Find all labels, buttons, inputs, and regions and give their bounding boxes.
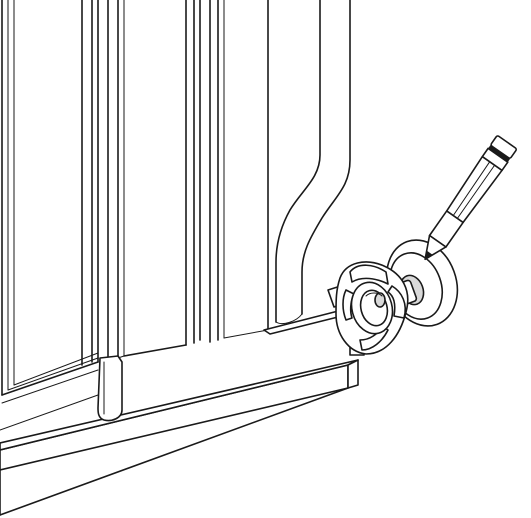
bottom-rail	[0, 307, 359, 516]
tension-knob	[335, 261, 409, 355]
curved-side-rail	[267, 0, 351, 331]
vertical-bars	[81, 0, 269, 366]
gate-frame-panel	[0, 0, 99, 431]
pencil	[424, 135, 517, 261]
rail-clip	[97, 355, 123, 422]
